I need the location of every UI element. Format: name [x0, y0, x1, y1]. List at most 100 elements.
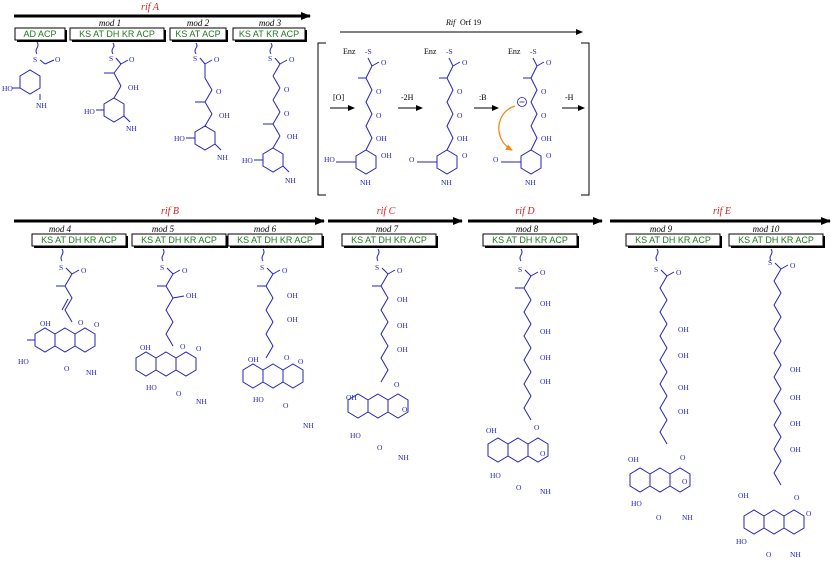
orf19-intermediate-1: Enz -S O O O OH OH HO NH [324, 47, 392, 187]
svg-text:O: O [656, 513, 662, 522]
svg-text:O: O [546, 58, 552, 67]
svg-text:HO: HO [631, 499, 642, 508]
svg-text:OH: OH [287, 132, 298, 141]
svg-text:O: O [457, 87, 463, 96]
svg-text:O: O [377, 443, 383, 452]
svg-text:O: O [409, 155, 415, 164]
mod5-label: mod 5 [152, 224, 175, 234]
svg-text:OH: OH [376, 134, 387, 143]
svg-text:OH: OH [186, 291, 197, 300]
right-bracket [581, 42, 590, 196]
left-bracket [317, 42, 326, 196]
mod7-domain-box: KS AT DH KR ACP [341, 233, 438, 248]
svg-text:O: O [682, 477, 688, 486]
svg-text:O: O [214, 55, 220, 64]
svg-text:O: O [402, 405, 408, 414]
rifC-label: rif C [377, 206, 396, 217]
svg-text:KS AT DH KR ACP: KS AT DH KR ACP [141, 235, 217, 245]
mod10-label: mod 10 [753, 224, 780, 234]
svg-text:HO: HO [242, 156, 253, 165]
svg-text:NH: NH [217, 153, 228, 162]
svg-text:O: O [180, 342, 186, 351]
svg-text:OH: OH [678, 383, 689, 392]
svg-text:OH: OH [790, 393, 801, 402]
svg-text:OH: OH [678, 407, 689, 416]
svg-text:O: O [462, 58, 468, 67]
svg-text:O: O [540, 449, 546, 458]
svg-text:O: O [176, 389, 182, 398]
svg-text:O: O [766, 550, 772, 559]
svg-text:O: O [534, 423, 540, 432]
rifA-label: rif A [141, 2, 160, 13]
svg-text:NH: NH [540, 487, 551, 496]
svg-text:NH: NH [360, 178, 371, 187]
svg-text:O: O [129, 55, 135, 64]
mod9-domain-box: KS AT DH KR ACP [625, 233, 722, 248]
svg-text:Enz: Enz [508, 47, 521, 56]
svg-text:HO: HO [253, 395, 264, 404]
svg-text:O: O [493, 155, 499, 164]
svg-text:OH: OH [287, 315, 298, 324]
svg-text:O: O [516, 483, 522, 492]
svg-text:S: S [260, 263, 264, 272]
mod7-label: mod 7 [376, 224, 399, 234]
svg-text:OH: OH [140, 343, 151, 352]
mod8-label: mod 8 [516, 224, 539, 234]
svg-text:OH: OH [790, 445, 801, 454]
mod6-intermediate-structure: S O OH OH O OH O HO O NH [242, 248, 314, 430]
svg-text:O: O [282, 266, 288, 275]
rifE-label: rif E [713, 206, 731, 217]
svg-text:HO: HO [2, 84, 13, 93]
loading-domain-box: AD ACP [14, 27, 67, 42]
svg-text:S: S [518, 265, 522, 274]
starter-unit-structure: S O HO NH [2, 41, 61, 110]
orf19-intermediate-3: Enz -S O O O OH O O NH [493, 47, 552, 187]
svg-text:OH: OH [540, 353, 551, 362]
svg-text:KS AT DH KR ACP: KS AT DH KR ACP [237, 235, 313, 245]
base-label: :B [479, 93, 487, 102]
mod5-intermediate-structure: S O OH O OH O HO O NH [135, 248, 207, 406]
svg-text:OH: OH [738, 491, 749, 500]
svg-text:O: O [298, 357, 304, 366]
svg-text:O: O [216, 87, 222, 96]
svg-text:OH: OH [457, 134, 468, 143]
svg-text:S: S [160, 263, 164, 272]
svg-text:O: O [676, 268, 682, 277]
mod1-domain-text: KS AT DH KR ACP [79, 29, 155, 39]
orf19-prefix: Rif [445, 18, 457, 27]
svg-text:O: O [81, 266, 87, 275]
svg-text:OH: OH [678, 351, 689, 360]
svg-text:KS AT DH KR ACP: KS AT DH KR ACP [351, 235, 427, 245]
svg-text:S: S [193, 54, 197, 63]
svg-text:HO: HO [18, 357, 29, 366]
svg-text:O: O [541, 111, 547, 120]
svg-text:S: S [375, 263, 379, 272]
mod3-domain-box: KS AT KR ACP [232, 27, 307, 42]
svg-text:OH: OH [541, 134, 552, 143]
svg-text:S: S [654, 265, 658, 274]
svg-text:O: O [182, 266, 188, 275]
svg-text:OH: OH [40, 319, 51, 328]
svg-text:HO: HO [84, 107, 95, 116]
svg-text:OH: OH [628, 455, 639, 464]
svg-text:KS AT DH KR ACP: KS AT DH KR ACP [635, 235, 711, 245]
svg-text:O: O [680, 453, 686, 462]
svg-text:Enz: Enz [343, 47, 356, 56]
svg-text:O: O [196, 344, 202, 353]
mod1-domain-box: KS AT DH KR ACP [69, 27, 166, 42]
svg-text:O: O [284, 109, 290, 118]
mod1-intermediate-structure: S O OH HO NH [84, 42, 139, 133]
svg-text:O: O [806, 509, 812, 518]
svg-text:OH: OH [678, 325, 689, 334]
svg-text:OH: OH [346, 393, 357, 402]
svg-text:O: O [540, 268, 546, 277]
svg-text:O: O [284, 85, 290, 94]
mod10-domain-box: KS AT DH KR ACP [728, 233, 825, 248]
svg-text:NH: NH [196, 397, 207, 406]
mod3-intermediate-structure: S O O O OH HO NH [242, 42, 298, 185]
rifD-label: rif D [515, 206, 535, 217]
mod2-domain-box: KS AT ACP [169, 27, 228, 42]
svg-text:OH: OH [486, 426, 497, 435]
carbanion-charge [517, 97, 527, 107]
